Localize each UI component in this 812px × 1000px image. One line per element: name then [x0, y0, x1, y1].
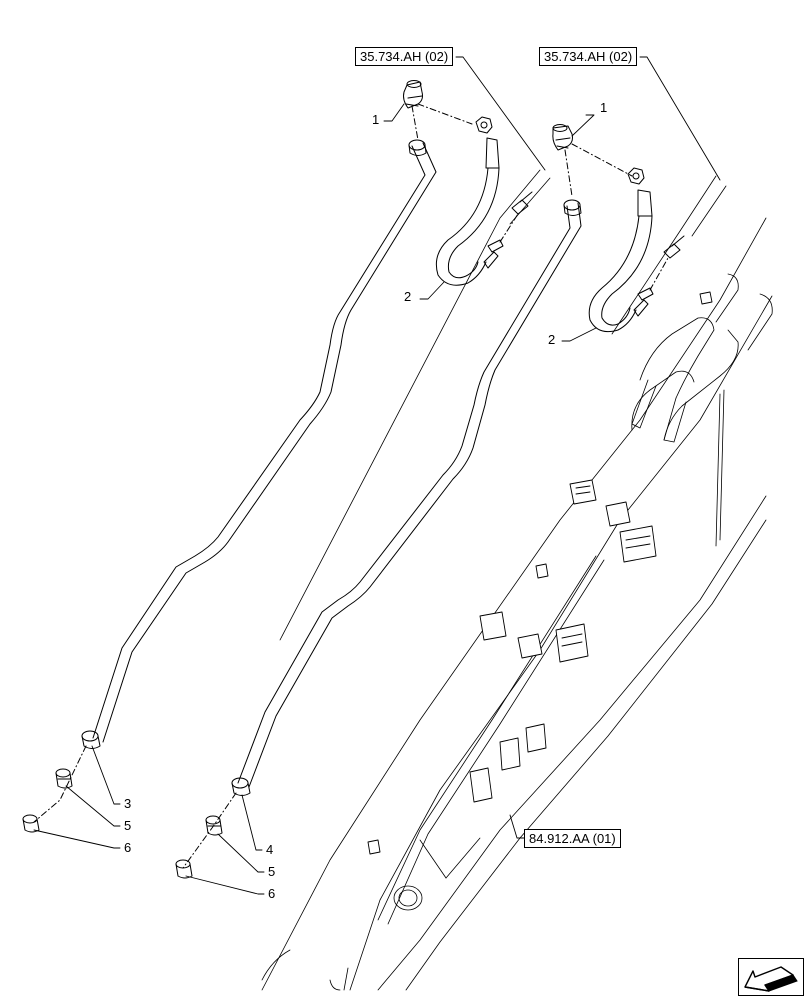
hydraulic-hose-left [435, 116, 533, 286]
elbow-fitting-left [403, 80, 473, 141]
navigation-button[interactable] [738, 958, 804, 996]
elbow-fitting-right [552, 124, 633, 197]
hydraulic-hose-right [588, 167, 685, 333]
steel-tube-right [175, 199, 582, 879]
steel-tube-left [22, 139, 437, 833]
reference-link-bottom[interactable]: 84.912.AA (01) [524, 829, 621, 848]
arrow-icon [744, 966, 798, 992]
callout-5-left: 5 [124, 818, 132, 833]
callout-2-right: 2 [548, 332, 556, 347]
clamp-blocks [367, 291, 713, 855]
reference-link-right[interactable]: 35.734.AH (02) [539, 47, 638, 66]
callout-5-right: 5 [268, 864, 276, 879]
callout-3: 3 [124, 796, 132, 811]
callout-6-left: 6 [124, 840, 132, 855]
callout-leaders [33, 103, 597, 895]
callout-1-left: 1 [372, 112, 380, 127]
callout-4: 4 [266, 842, 274, 857]
boom-structure [261, 169, 773, 991]
callout-2-left: 2 [404, 289, 412, 304]
reference-link-left[interactable]: 35.734.AH (02) [355, 47, 454, 66]
callout-6-right: 6 [268, 886, 276, 901]
reference-leaders [455, 56, 721, 839]
callout-1-right: 1 [600, 100, 608, 115]
